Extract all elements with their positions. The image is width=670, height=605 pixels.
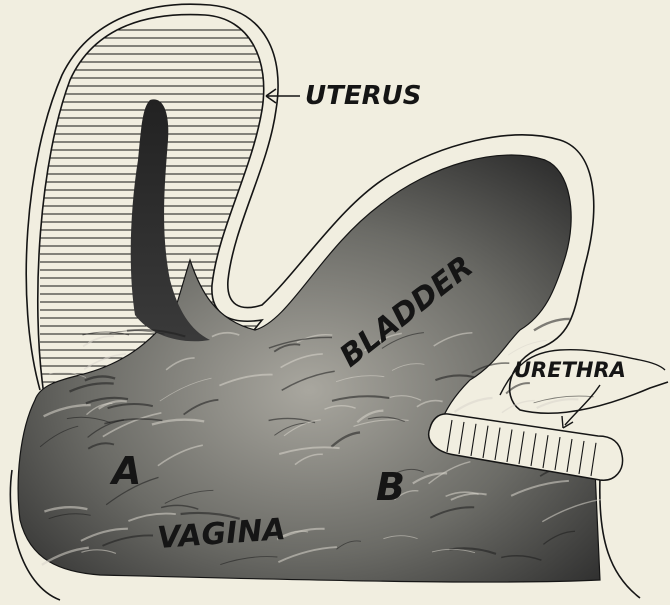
label-a: A <box>109 449 141 493</box>
label-uterus: UTERUS <box>305 81 421 111</box>
texture-stroke <box>455 398 493 412</box>
label-urethra: URETHRA <box>514 358 626 382</box>
texture-stroke <box>502 401 535 413</box>
texture-stroke <box>534 319 570 331</box>
label-b: B <box>376 465 405 509</box>
urethra-pointer-arrow <box>565 385 600 425</box>
uterus-pointer-arrow <box>266 89 300 103</box>
